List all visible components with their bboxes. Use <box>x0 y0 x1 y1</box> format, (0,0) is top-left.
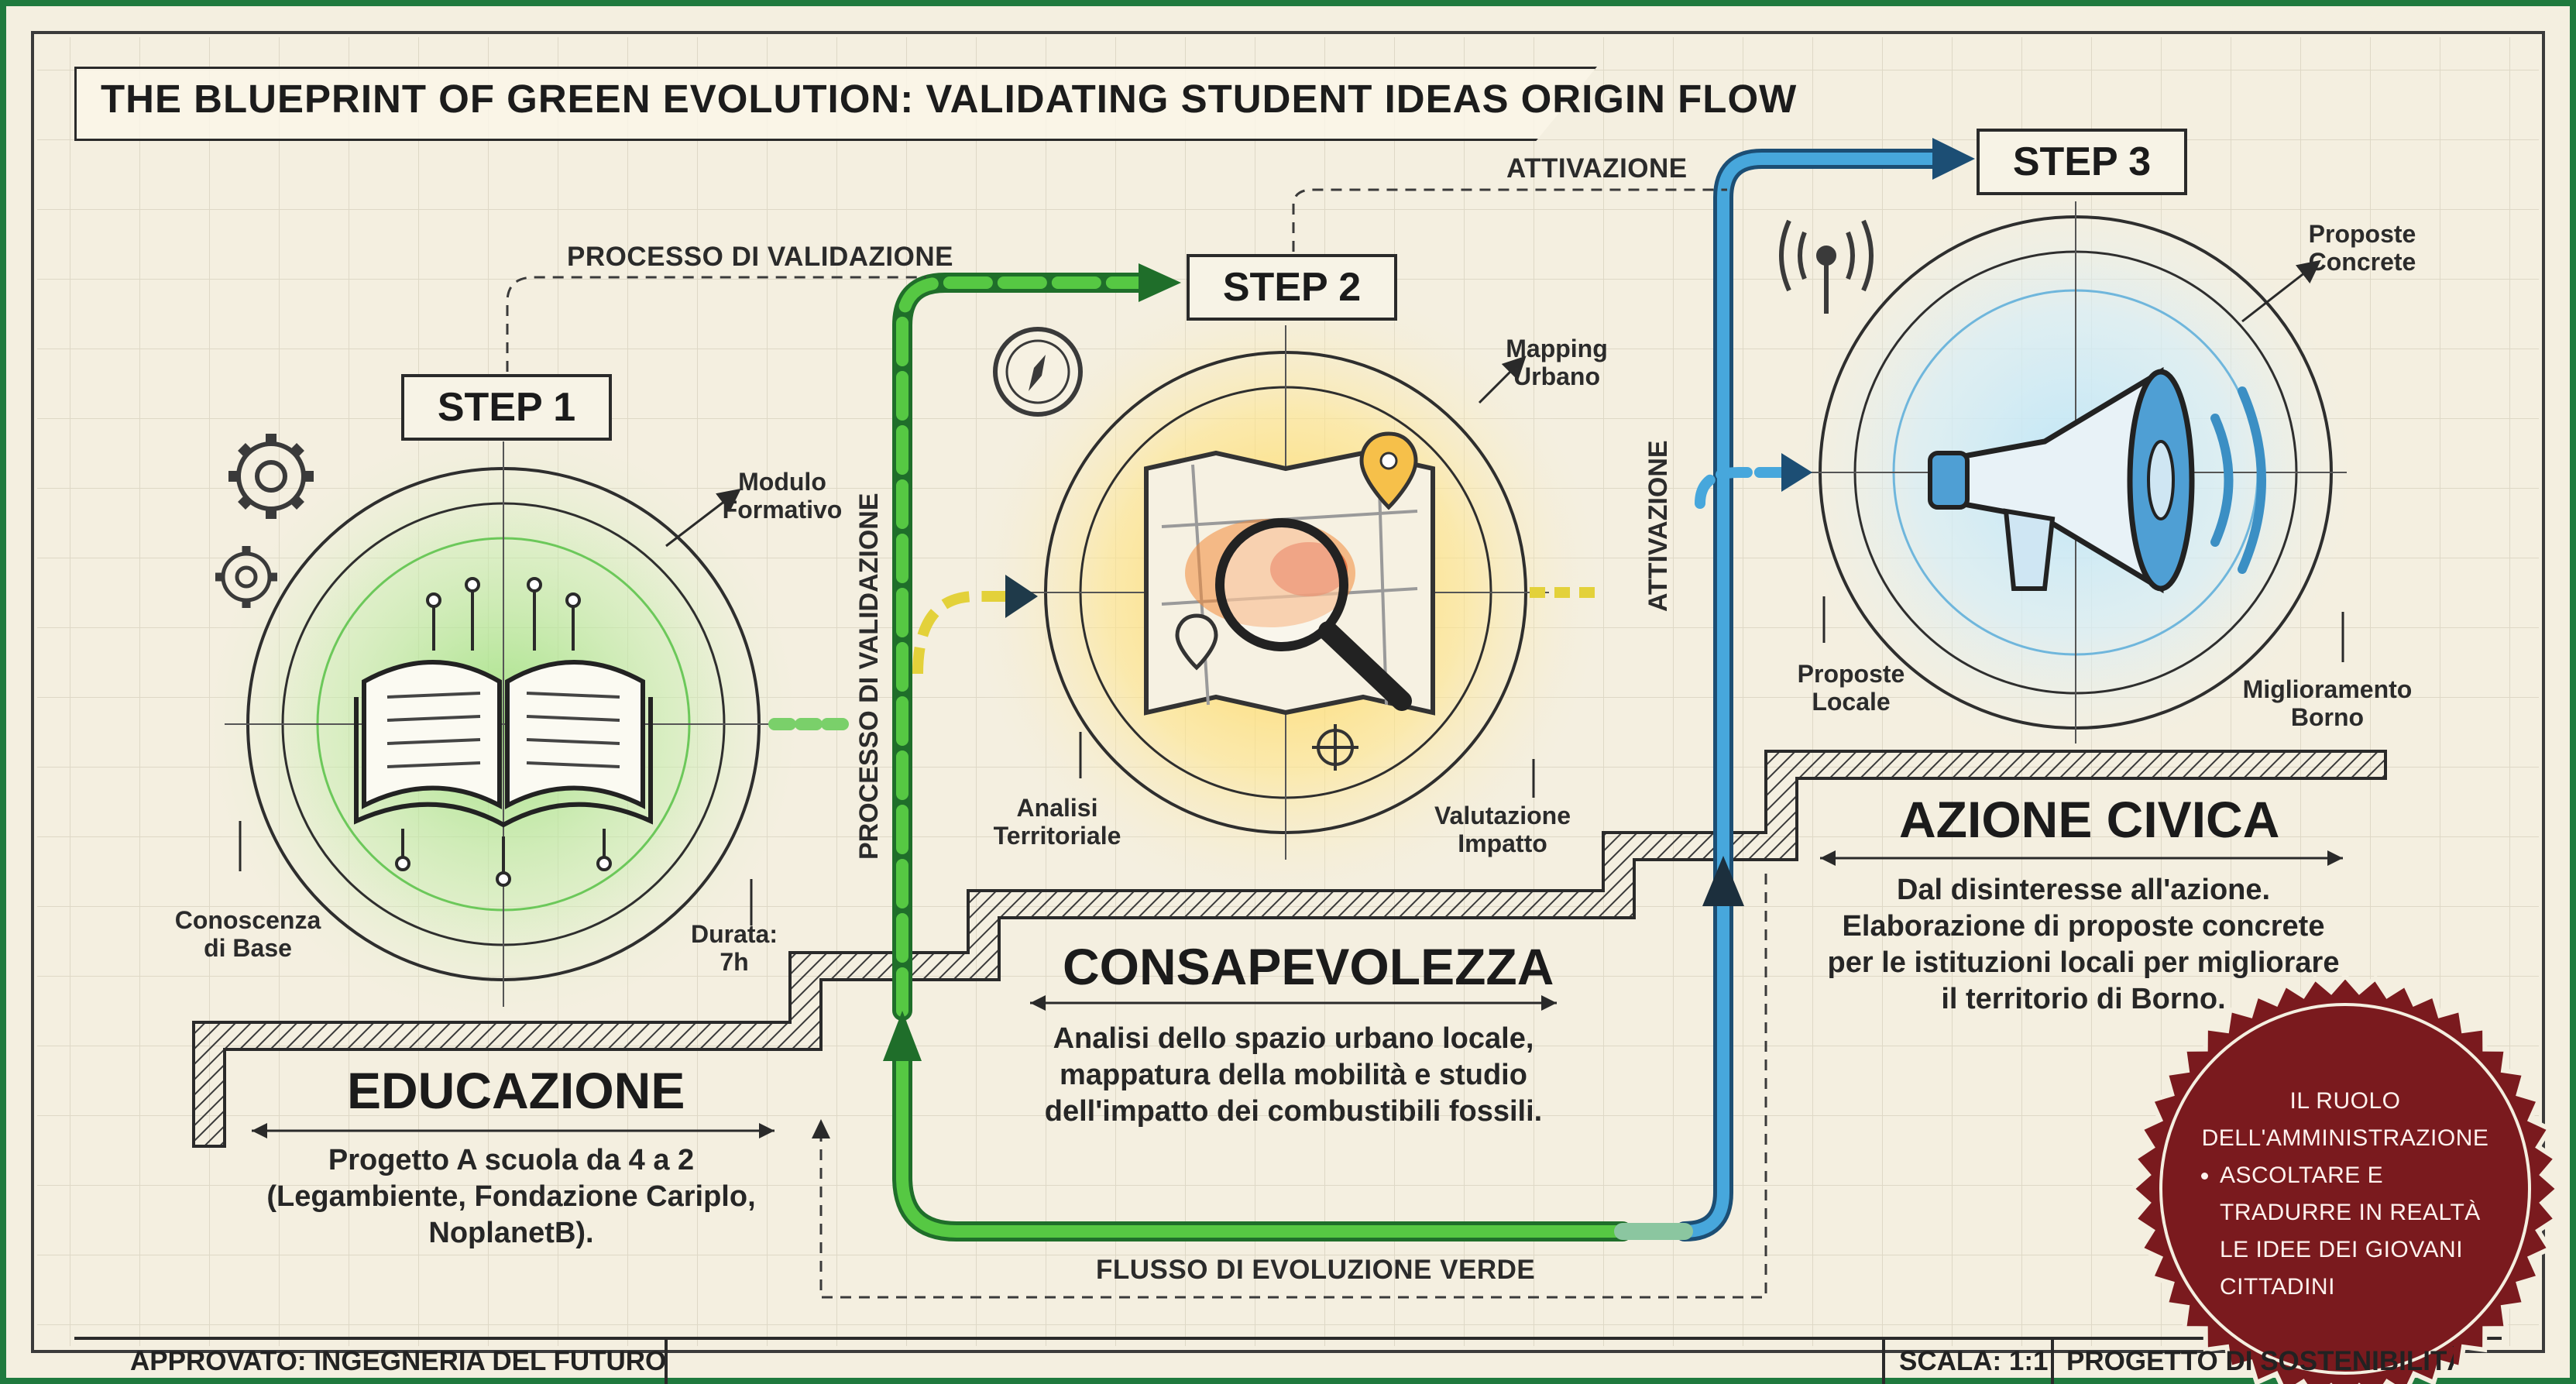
seal-badge <box>2128 972 2562 1384</box>
gear-icon <box>215 546 277 608</box>
description-educazione: Progetto A scuola da 4 a 2 (Legambiente,… <box>266 1144 756 1249</box>
location-pin-icon <box>1175 613 1218 671</box>
heading-azione-civica: AZIONE CIVICA <box>1899 791 2280 848</box>
dimension-lines <box>252 857 2343 1132</box>
yellow-arrowhead <box>1005 575 1038 618</box>
blue-small-arrowhead <box>1781 453 1812 492</box>
step3-label: STEP 3 <box>1977 129 2187 195</box>
callout-proposte-concrete: Proposte Concrete <box>2308 220 2416 276</box>
megaphone-icon <box>1928 366 2266 594</box>
callout-valutazione-impatto: Valutazione Impatto <box>1434 802 1571 857</box>
staircase <box>192 750 2387 1148</box>
footer-scale: SCALA: 1:1 <box>1899 1346 2049 1376</box>
description-consapevolezza: Analisi dello spazio urbano locale, mapp… <box>1044 1022 1543 1128</box>
location-pin-icon <box>1359 431 1418 510</box>
book-icon <box>354 577 653 887</box>
seal-title: IL RUOLO DELL'AMMINISTRAZIONE <box>2201 1088 2489 1151</box>
yellow-flow-path <box>912 587 1599 675</box>
antenna-icon <box>1779 219 1874 314</box>
green-arrowhead <box>1139 263 1181 302</box>
step2-label: STEP 2 <box>1187 254 1397 321</box>
callout-durata: Durata: 7h <box>690 920 778 976</box>
callout-lines <box>239 259 2344 926</box>
seal-bullet: ASCOLTARE E TRADURRE IN REALTÀ LE IDEE D… <box>2220 1157 2508 1306</box>
validation-vertical-label: PROCESSO DI VALIDAZIONE <box>854 493 884 860</box>
blue-arrowhead <box>1932 138 1975 180</box>
step1-emblem <box>225 441 782 1007</box>
target-icon <box>1312 724 1358 771</box>
green-flow-path <box>768 273 1633 1241</box>
compass-icon <box>993 327 1083 417</box>
callout-proposte-locale: Proposte Locale <box>1797 660 1905 716</box>
gear-icon <box>228 434 314 519</box>
callout-modulo-formativo: Modulo Formativo <box>722 468 843 524</box>
seal-content: IL RUOLO DELL'AMMINISTRAZIONE ASCOLTARE … <box>2183 1083 2508 1306</box>
validation-guide-line <box>506 188 1767 1299</box>
footer-approved: APPROVATO: INGEGNERIA DEL FUTURO <box>130 1346 667 1376</box>
callout-analisi-territoriale: Analisi Territoriale <box>993 794 1121 850</box>
green-up-arrow <box>883 1011 922 1061</box>
step2-emblem <box>1022 325 1549 860</box>
title-box <box>74 67 1597 141</box>
blueprint-frame <box>31 31 2545 1353</box>
footer-project: PROGETTO DI SOSTENIBILITÀ <box>2066 1346 2454 1376</box>
blue-up-arrow <box>1702 856 1744 906</box>
page-title: THE BLUEPRINT OF GREEN EVOLUTION: VALIDA… <box>101 77 1798 121</box>
map-icon <box>1144 450 1435 716</box>
activation-vertical-label: ATTIVAZIONE <box>1643 440 1673 612</box>
callout-miglioramento-borno: Miglioramento Borno <box>2242 675 2413 731</box>
heading-consapevolezza: CONSAPEVOLEZZA <box>1063 938 1554 995</box>
activation-label: ATTIVAZIONE <box>1506 153 1688 184</box>
seal-list: ASCOLTARE E TRADURRE IN REALTÀ LE IDEE D… <box>2183 1157 2508 1306</box>
dashed-up-arrow <box>812 1119 830 1138</box>
step3-emblem <box>1805 201 2347 744</box>
callout-conoscenza-di-base: Conoscenza di Base <box>174 906 321 962</box>
blue-flow-path <box>1614 149 1946 1241</box>
magnifier-icon <box>1215 518 1412 711</box>
dimension-arrowheads <box>252 850 2343 1138</box>
heading-educazione: EDUCAZIONE <box>347 1062 685 1119</box>
description-azione-civica: Dal disinteresse all'azione. Elaborazion… <box>1827 874 2340 1015</box>
validation-process-label: PROCESSO DI VALIDAZIONE <box>567 242 953 272</box>
green-evolution-flow-label: FLUSSO DI EVOLUZIONE VERDE <box>1096 1255 1536 1285</box>
footer-bar <box>74 1337 2502 1384</box>
step1-label: STEP 1 <box>401 374 612 441</box>
callout-mapping-urbano: Mapping Urbano <box>1506 335 1608 390</box>
